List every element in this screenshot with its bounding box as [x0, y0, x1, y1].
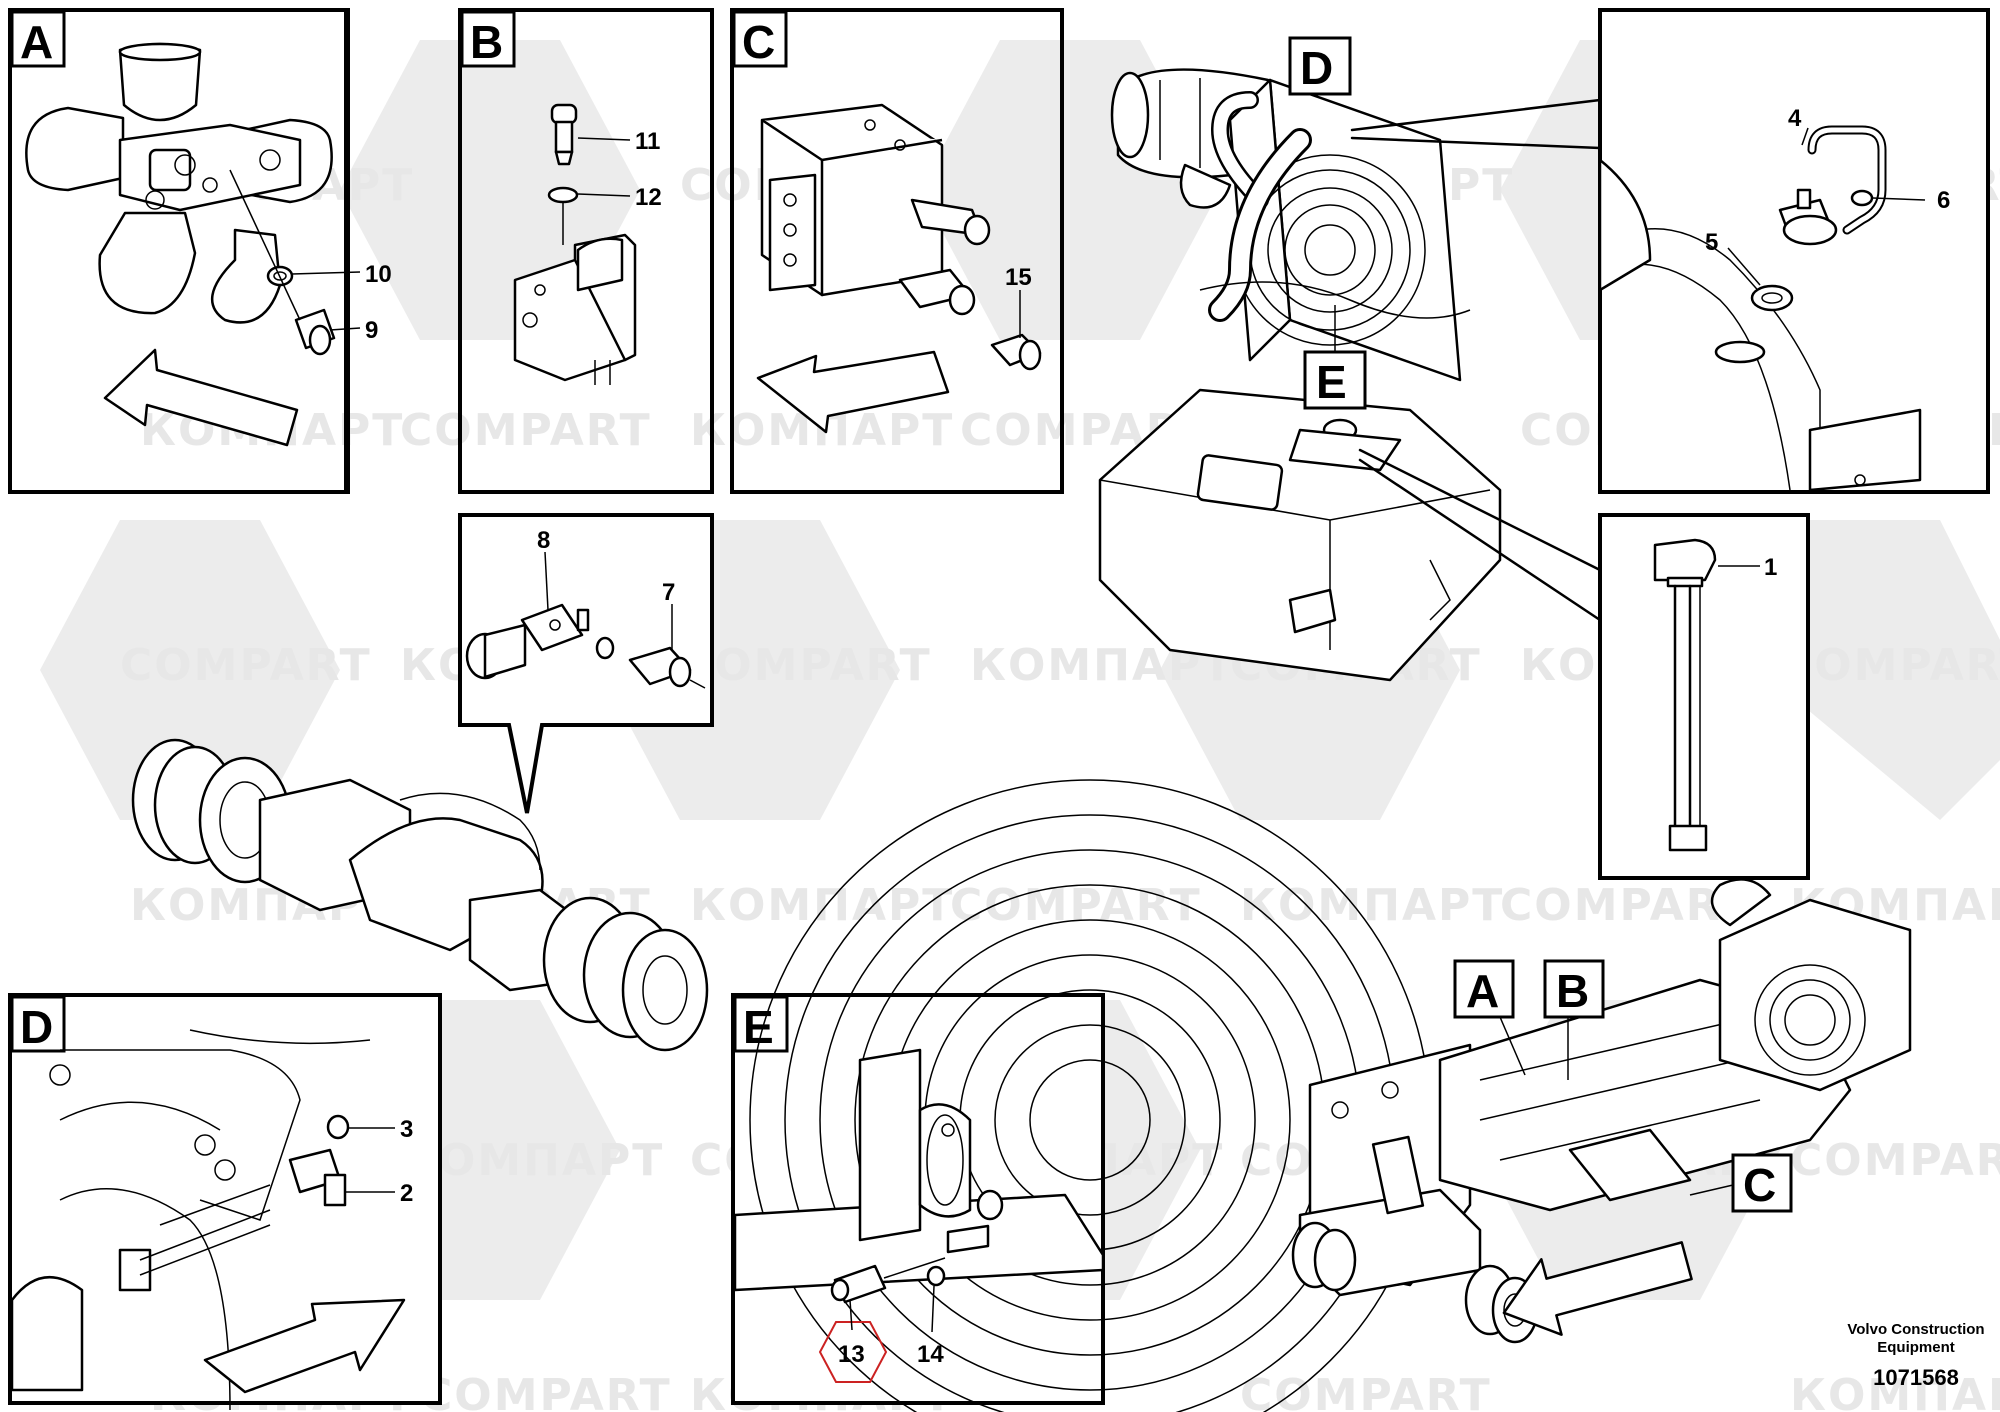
brand-line-2: Equipment [1877, 1339, 1955, 1356]
panel-letter-a: A [20, 16, 53, 68]
panel-letter-b: B [470, 16, 503, 68]
o-ring-12 [547, 186, 579, 204]
callout-6: 6 [1937, 187, 1950, 214]
connector-6 [1850, 189, 1874, 207]
panel-letter-b-overview: B [1556, 965, 1589, 1017]
drawing-number: 1071568 [1873, 1365, 1959, 1390]
footer-brand: Volvo Construction Equipment 1071568 [1847, 1321, 1984, 1390]
direction-arrow-icon [203, 1298, 406, 1394]
direction-arrow-icon [756, 350, 950, 434]
bolt-14 [926, 1265, 946, 1287]
machine-overview [1291, 878, 1912, 1344]
callout-4: 4 [1788, 105, 1802, 132]
detail-panel-c: C 15 [730, 8, 1064, 494]
watermark-text: COMPART [1240, 1370, 1492, 1412]
valve-manifold [760, 103, 991, 316]
callout-5: 5 [1705, 229, 1718, 256]
detail-panel-sensor-7-8: 8 7 [458, 513, 714, 814]
callout-2: 2 [400, 1180, 413, 1207]
bolt-3 [326, 1114, 350, 1140]
watermark-text: КОМПАРТ [690, 880, 954, 931]
panel-letter-e-main: E [1316, 356, 1347, 408]
detail-panel-b: B 11 12 [458, 8, 714, 494]
direction-arrow-icon [103, 348, 299, 447]
watermark-text: COMPART [1780, 640, 2000, 691]
direction-arrow-icon [1502, 1241, 1693, 1336]
cooling-and-tank-assembly [1098, 68, 1502, 682]
panel-letter-c-overview: C [1743, 1159, 1776, 1211]
watermark-text: COMPART [120, 640, 372, 691]
watermark-text: КОМПАРТ [400, 1135, 664, 1186]
callout-9: 9 [365, 317, 378, 344]
detail-panel-e: E 13 14 [731, 779, 1431, 1412]
detail-panel-a: A 10 9 [8, 8, 392, 494]
pressure-sensor-2 [159, 1148, 347, 1226]
detail-panel-sensor-4-5-6: 4 6 5 [1598, 8, 1990, 494]
panel-letter-a-overview: A [1466, 965, 1499, 1017]
sensor-washer-5 [1750, 284, 1794, 312]
coolant-level-sensor-4 [1778, 125, 1887, 246]
watermark-text: COMPART [1500, 880, 1752, 931]
accumulator-assembly [25, 42, 333, 324]
temperature-sensor-13 [830, 1257, 946, 1304]
panel-letter-d: D [20, 1001, 53, 1053]
callout-7: 7 [662, 579, 675, 606]
panel-letter-c: C [742, 16, 775, 68]
solenoid-valve-block [513, 233, 637, 385]
pressure-switch-11 [550, 103, 578, 166]
callout-1: 1 [1764, 554, 1777, 581]
panel-letter-d-main: D [1300, 42, 1333, 94]
callout-13: 13 [838, 1341, 865, 1368]
temperature-sensor-15 [990, 333, 1042, 371]
adapter-fitting-8 [465, 603, 590, 680]
watermark-text: COMPART [420, 1370, 672, 1412]
callout-15: 15 [1005, 264, 1032, 291]
watermark-text: COMPART [680, 640, 932, 691]
callout-8: 8 [537, 527, 550, 554]
watermark-text: COMPART [950, 880, 1202, 931]
temperature-sender-7 [628, 646, 706, 689]
axle-assembly [131, 738, 709, 1052]
watermark-text: COMPART [1790, 1135, 2000, 1186]
callout-10: 10 [365, 261, 392, 288]
pressure-sensor-9 [229, 169, 336, 356]
callout-12: 12 [635, 184, 662, 211]
callout-14: 14 [917, 1341, 944, 1368]
watermark-text: КОМПАРТ [1240, 880, 1504, 931]
highlight-hexagon [818, 1321, 888, 1383]
detail-panel-d: D 3 2 [8, 993, 442, 1411]
watermark-text: КОМПАРТ [1790, 1370, 2000, 1412]
callout-3: 3 [400, 1116, 413, 1143]
seal-ring-7 [595, 636, 615, 660]
brand-line-1: Volvo Construction [1847, 1321, 1984, 1338]
callout-11: 11 [635, 128, 660, 155]
watermark-text: COMPART [400, 405, 652, 456]
fuel-level-sender-1 [1653, 538, 1717, 852]
detail-panel-level-sensor-1: 1 [1598, 513, 1810, 880]
